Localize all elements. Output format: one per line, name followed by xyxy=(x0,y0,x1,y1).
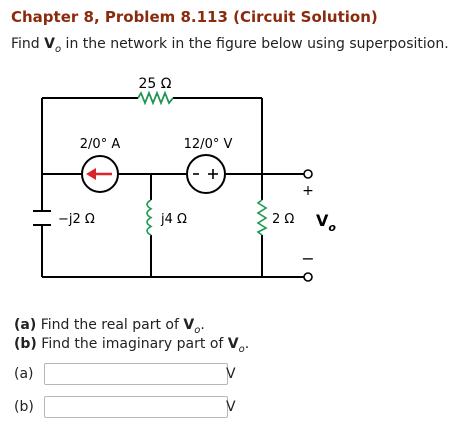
question-b-sub: o xyxy=(238,343,245,355)
terminal-minus-label: − xyxy=(301,249,314,268)
prompt-text-start: Find xyxy=(11,36,45,52)
question-a-text: Find the real part of xyxy=(36,317,184,333)
terminal-plus-label: + xyxy=(302,183,314,199)
page-title: Chapter 8, Problem 8.113 (Circuit Soluti… xyxy=(11,8,378,26)
vo-symbol: V xyxy=(44,36,55,52)
question-a-tag: (a) xyxy=(14,317,37,333)
answer-b-unit: V xyxy=(226,399,236,415)
circuit-diagram: 25 Ω 2/0° A 12/0° V −j2 Ω j4 Ω 2 Ω + − V… xyxy=(33,76,336,282)
voltage-source-label: 12/0° V xyxy=(184,137,233,152)
vo-subscript: o xyxy=(54,43,62,55)
prompt-text-end: in the network in the figure below using… xyxy=(61,36,449,52)
question-b: (b) Find the imaginary part of Vo. xyxy=(14,336,250,355)
resistor-2-symbol xyxy=(256,199,268,236)
question-b-tag: (b) xyxy=(14,336,37,352)
question-a: (a) Find the real part of Vo. xyxy=(14,317,205,336)
question-b-var: V xyxy=(227,336,239,352)
answer-a-label: (a) xyxy=(14,366,34,382)
problem-statement: Find Vo in the network in the figure bel… xyxy=(11,36,449,55)
voltage-source-symbol xyxy=(186,154,226,194)
capacitor-symbol xyxy=(33,210,51,226)
answer-row-b: (b) V xyxy=(14,396,474,420)
answer-a-unit: V xyxy=(226,366,236,382)
current-source-label: 2/0° A xyxy=(80,137,121,152)
resistor-2-label: 2 Ω xyxy=(272,212,294,227)
resistor-25-label: 25 Ω xyxy=(139,76,172,92)
terminal-bottom xyxy=(303,272,313,282)
answer-b-label: (b) xyxy=(14,399,34,415)
output-voltage-label: Vo xyxy=(316,211,336,234)
question-a-var: V xyxy=(183,317,195,333)
answer-a-input[interactable] xyxy=(44,363,228,385)
answer-row-a: (a) V xyxy=(14,363,474,387)
inductor-label: j4 Ω xyxy=(160,212,187,227)
capacitor-label: −j2 Ω xyxy=(58,212,95,227)
current-source-symbol xyxy=(81,155,119,193)
answer-b-input[interactable] xyxy=(44,396,228,418)
question-a-sub: o xyxy=(194,324,201,336)
question-b-text: Find the imaginary part of xyxy=(36,336,228,352)
inductor-symbol xyxy=(146,199,153,236)
terminal-top xyxy=(303,169,313,179)
